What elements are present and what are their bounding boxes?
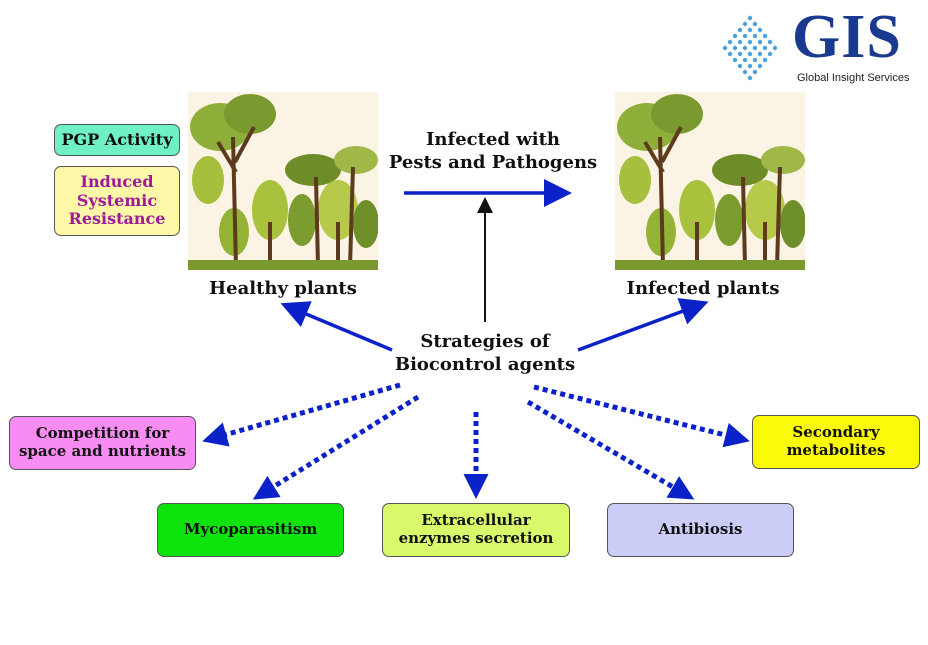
gis-logo-icon	[722, 15, 778, 81]
competition-box: Competition for space and nutrients	[9, 416, 196, 470]
center-strategies-label: Strategies of Biocontrol agents	[380, 330, 590, 377]
arrow-to-secondary	[533, 384, 750, 448]
competition-label-line2: space and nutrients	[18, 442, 187, 460]
mycoparasitism-label: Mycoparasitism	[183, 520, 318, 539]
mycoparasitism-box: Mycoparasitism	[157, 503, 344, 557]
isr-label-line2: Systemic	[76, 190, 158, 210]
enzymes-label-line1: Extracellular	[421, 511, 531, 530]
induced-systemic-resistance-box: Induced Systemic Resistance	[54, 166, 180, 236]
arrow-to-antibiosis	[526, 399, 695, 500]
infection-label-line1: Infected with	[425, 129, 560, 150]
secondary-label-line2: metabolites	[786, 441, 886, 459]
arrow-to-mycoparasitism	[252, 394, 420, 500]
healthy-plants-label: Healthy plants	[209, 278, 357, 299]
enzymes-label-line2: enzymes secretion	[398, 529, 554, 547]
antibiosis-label: Antibiosis	[658, 520, 743, 539]
extracellular-enzymes-box: Extracellular enzymes secretion	[382, 503, 570, 557]
isr-label-line1: Induced	[80, 171, 154, 191]
secondary-metabolites-box: Secondary metabolites	[752, 415, 920, 469]
arrow-to-infected	[577, 298, 709, 352]
center-label-line2: Biocontrol agents	[394, 354, 576, 376]
infected-forest-image	[615, 92, 805, 270]
logo-subtitle: Global Insight Services	[797, 72, 910, 84]
secondary-label-line1: Secondary	[792, 423, 880, 442]
healthy-forest-image	[188, 92, 378, 270]
arrow-to-competition	[202, 382, 401, 447]
infected-plants-label: Infected plants	[626, 278, 780, 299]
competition-label-line1: Competition for	[35, 424, 170, 443]
pgp-activity-box: PGP Activity	[54, 124, 180, 156]
center-label-line1: Strategies of	[420, 331, 550, 352]
infection-label: Infected with Pests and Pathogens	[388, 128, 598, 175]
antibiosis-box: Antibiosis	[607, 503, 794, 557]
arrow-to-healthy	[280, 301, 393, 352]
logo-name: GIS	[792, 3, 902, 71]
pgp-activity-label: PGP Activity	[61, 129, 173, 149]
isr-label-line3: Resistance	[68, 209, 166, 229]
infection-label-line2: Pests and Pathogens	[388, 152, 598, 174]
